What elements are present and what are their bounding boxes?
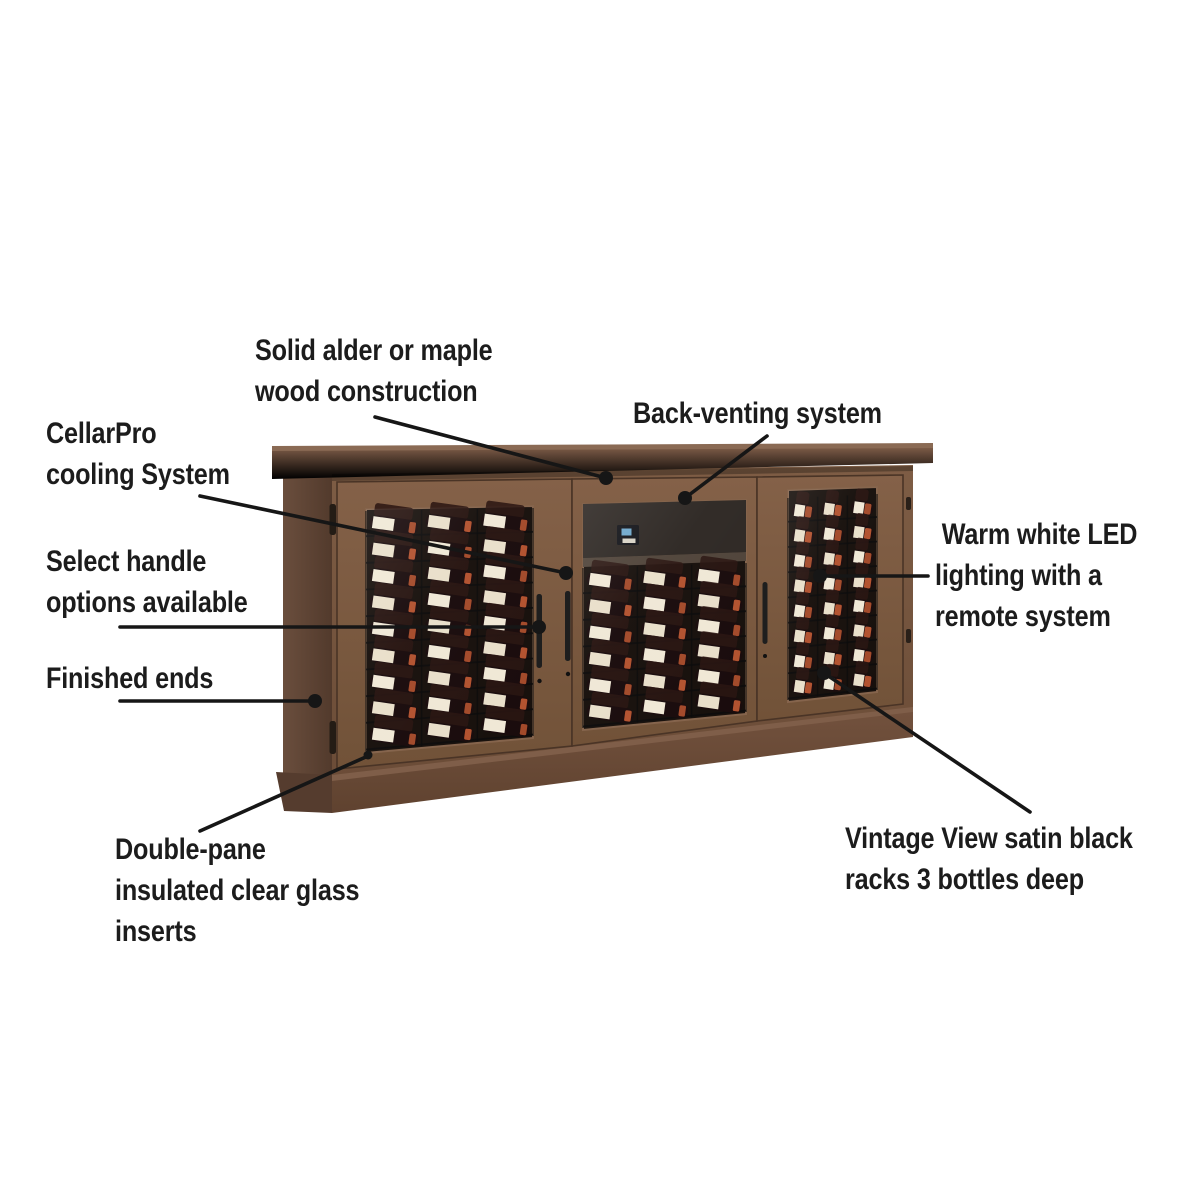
callout-line-double-pane: [198, 754, 370, 833]
base-plinth-lip: [332, 707, 913, 781]
callout-dot-back-venting: [678, 491, 692, 505]
right-door-hinge-top: [906, 497, 911, 510]
callout-label-vintage-view: Vintage View satin black racks 3 bottles…: [845, 818, 1133, 900]
callout-text-line: lighting with a: [935, 559, 1102, 592]
callout-line-cellarpro: [198, 494, 568, 575]
callout-dot-solid-alder: [599, 471, 613, 485]
callout-dot-select-handle: [532, 620, 546, 634]
right-door-handle: [762, 582, 768, 644]
callout-label-select-handle: Select handle options available: [46, 541, 248, 623]
cabinet-doors: [329, 474, 911, 770]
callout-line-vintage-view: [822, 671, 1032, 814]
callout-label-warm-led: Warm white LED lighting with a remote sy…: [935, 514, 1137, 637]
left-glass-reflection: [366, 506, 533, 753]
callout-text-line: inserts: [115, 915, 197, 948]
callout-text-line: Vintage View satin black: [845, 822, 1133, 855]
callout-text-line: Warm white LED: [941, 518, 1138, 551]
base-plinth: [332, 707, 913, 813]
callout-label-double-pane: Double-pane insulated clear glass insert…: [115, 829, 360, 952]
middle-door-handle: [565, 591, 571, 661]
callout-dot-finished-ends: [308, 694, 322, 708]
base-plinth-side: [276, 772, 332, 813]
callout-dot-vintage-view: [817, 666, 831, 680]
callout-text-line: Double-pane: [115, 833, 266, 866]
callout-text-line: remote system: [935, 600, 1111, 633]
left-door-hinge-bottom: [329, 721, 336, 754]
side-end-panel: [283, 467, 332, 801]
callout-text-line: Back-venting system: [633, 397, 882, 430]
callout-text-line: cooling System: [46, 458, 230, 491]
right-door-hinge-bottom: [906, 629, 911, 643]
callout-text-line: Solid alder or maple: [255, 334, 493, 367]
callout-dot-cellarpro: [559, 566, 573, 580]
callout-text-line: racks 3 bottles deep: [845, 863, 1084, 896]
middle-door-handle-screw: [565, 671, 571, 677]
right-door-handle-screw: [763, 654, 767, 658]
crown-shadow: [332, 466, 913, 481]
callout-text-line: Select handle: [46, 545, 207, 578]
callout-text-line: insulated clear glass: [115, 874, 360, 907]
left-door-handle-screw: [537, 678, 542, 684]
callout-label-cellarpro: CellarPro cooling System: [46, 413, 230, 495]
callout-text-line: CellarPro: [46, 417, 157, 450]
callout-dot-double-pane: [363, 750, 373, 760]
callout-line-back-venting: [683, 434, 769, 500]
callout-text-line: options available: [46, 586, 248, 619]
callout-label-back-venting: Back-venting system: [633, 393, 882, 434]
door-hardware: [329, 497, 911, 754]
right-glass-reflection: [788, 487, 877, 702]
callout-label-solid-alder: Solid alder or maple wood construction: [255, 330, 493, 412]
callout-lines: [118, 415, 1032, 833]
callout-text-line: wood construction: [255, 375, 478, 408]
middle-glass-reflection: [583, 500, 746, 730]
left-door-hinge-top: [329, 504, 336, 535]
callout-line-solid-alder: [373, 415, 608, 480]
callout-text-line: Finished ends: [46, 662, 214, 695]
crown-molding: [272, 448, 933, 479]
callout-dot-warm-led: [813, 569, 827, 583]
callout-label-finished-ends: Finished ends: [46, 658, 213, 699]
